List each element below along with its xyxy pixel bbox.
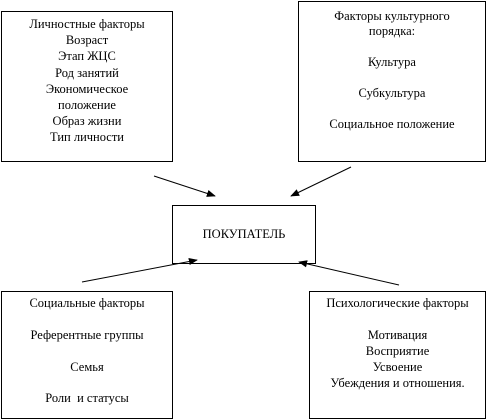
spacer [2,376,172,392]
cultural-factor-item: Культура [368,55,416,70]
arrow-psychological-to-buyer [298,260,400,286]
social-factors-box: Социальные факторы Референтные группы Се… [1,291,173,419]
personal-factors-box: Личностные факторы Возраст Этап ЖЦС Род … [1,11,173,162]
cultural-factors-title: порядка: [368,24,416,39]
social-factor-item: Референтные группы [30,327,144,342]
spacer [299,40,485,55]
psychological-factors-title: Психологические факторы [326,296,469,310]
buyer-label: ПОКУПАТЕЛЬ [202,227,286,242]
personal-factor-item: Экономическое [45,81,129,96]
buyer-box: ПОКУПАТЕЛЬ [172,205,316,264]
spacer [299,101,485,116]
personal-factor-item: Образ жизни [52,114,122,129]
cultural-factor-item: Субкультура [358,86,426,100]
arrow-cultural-to-buyer [290,166,352,197]
psychological-factors-box: Психологические факторы Мотивация Воспри… [309,291,486,419]
social-factor-item: Роли и статусы [45,391,129,406]
spacer [2,312,172,328]
spacer [299,71,485,86]
psychological-factor-item: Убеждения и отношения. [330,375,465,390]
psychological-factor-item: Восприятие [365,343,430,358]
spacer [2,344,172,360]
personal-factor-item: Род занятий [55,65,119,80]
personal-factor-item: Возраст [65,33,109,48]
social-factors-title: Социальные факторы [29,296,145,310]
psychological-factor-item: Мотивация [367,327,428,342]
cultural-factor-item: Социальное положение [329,116,455,131]
cultural-factors-box: Факторы культурного порядка: Культура Су… [298,1,486,162]
social-factor-item: Семья [70,359,104,374]
arrow-personal-to-buyer [153,175,216,197]
spacer [310,312,485,328]
psychological-factor-item: Усвоение [372,359,423,374]
personal-factor-item: положение [58,98,116,113]
personal-factors-title: Личностные факторы [29,17,145,31]
personal-factor-item: Тип личности [50,130,124,145]
cultural-factors-title: Факторы культурного [334,9,450,23]
personal-factor-item: Этап ЖЦС [58,49,116,64]
